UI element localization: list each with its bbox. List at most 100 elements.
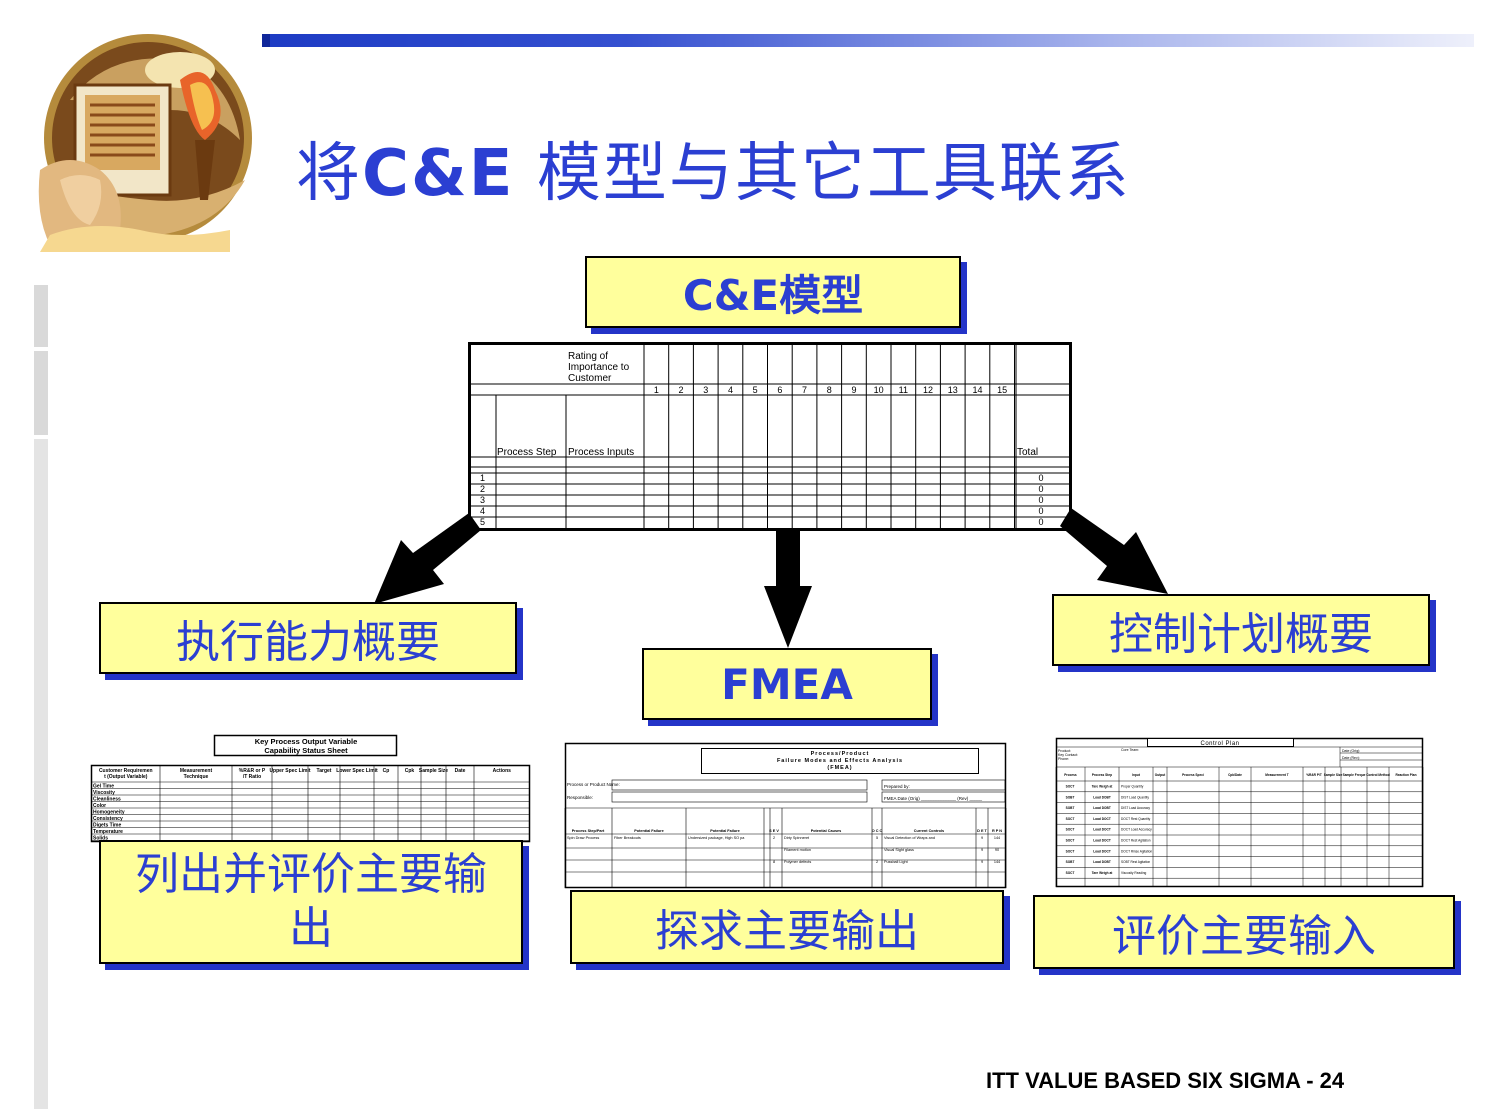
fmea-header: Potential Failure xyxy=(710,829,740,833)
fmea-cell: 9 xyxy=(981,836,983,840)
list-evaluate-outputs-box: 列出并评价主要输出 xyxy=(99,840,523,964)
fmea-title-1: Process/Product xyxy=(811,751,870,757)
fmea-cell: Visual Detection of Wraps and xyxy=(884,836,935,840)
control-plan-title: Control Plan xyxy=(1200,741,1239,747)
capability-header: Lower Spec Limit xyxy=(336,768,378,774)
ce-rating-label-1: Rating of xyxy=(568,351,608,362)
control-plan-header: Output xyxy=(1155,773,1166,777)
control-plan-cell: DIST Load Quantity xyxy=(1121,795,1149,799)
control-plan-cell: DOCT Rest Quantity xyxy=(1121,817,1151,821)
capability-row-label: Homogeneity xyxy=(93,810,125,816)
control-plan-header: %R&R P/T xyxy=(1306,773,1322,777)
control-plan-cell: SOCT xyxy=(1066,849,1075,853)
capability-row-label: Solids xyxy=(93,836,108,842)
arrow-right xyxy=(1060,508,1168,594)
sidebar-segment xyxy=(34,351,48,435)
ce-row-number: 5 xyxy=(480,517,485,527)
control-plan-cell: Load DOCT xyxy=(1093,817,1111,821)
capability-row-label: Digets Time xyxy=(93,823,121,829)
ce-row-total: 0 xyxy=(1038,484,1043,494)
fmea-cell: 144 xyxy=(994,836,1000,840)
fmea-header: D E T xyxy=(977,829,987,833)
ce-column-number: 9 xyxy=(851,385,856,395)
capability-header: Technique xyxy=(184,774,209,780)
fmea-cell: Dirty Spinneret xyxy=(784,836,810,840)
fmea-cell: 9 xyxy=(981,848,983,852)
ce-column-number: 15 xyxy=(997,385,1007,395)
control-plan-cell: Load DOCT xyxy=(1093,839,1111,843)
fmea-cell: 5 xyxy=(876,836,878,840)
ce-row-total: 0 xyxy=(1038,473,1043,483)
fmea-process-label: Process or Product Name: xyxy=(567,782,620,787)
control-plan-date-orig-label: Date (Orig): xyxy=(1342,749,1360,753)
header-bar-cap xyxy=(262,34,270,47)
arrow-center xyxy=(764,530,812,648)
ce-column-number: 13 xyxy=(948,385,958,395)
fmea-header: O C C xyxy=(872,829,883,833)
capability-row-label: Viscosity xyxy=(93,790,115,796)
control-plan-summary-box: 控制计划概要 xyxy=(1052,594,1430,666)
capability-header: Date xyxy=(455,768,466,774)
fmea-box: FMEA xyxy=(642,648,932,720)
control-plan-contact-label: Key Contact: xyxy=(1058,753,1078,757)
fmea-title-3: (FMEA) xyxy=(827,765,852,771)
control-plan-cell: SOBT xyxy=(1066,795,1075,799)
control-plan-cell: Proper Quantity xyxy=(1121,785,1144,789)
control-plan-header: Control Method xyxy=(1366,773,1390,777)
capability-row-label: Temperature xyxy=(93,829,123,835)
ce-column-number: 6 xyxy=(777,385,782,395)
capability-row-label: Color xyxy=(93,803,106,809)
arrow-left xyxy=(374,513,481,604)
control-plan-form: Control Plan Product: Key Contact: Phone… xyxy=(1055,737,1424,888)
control-plan-cell: SOCT xyxy=(1066,785,1075,789)
control-plan-date-rev-label: Date (Rev): xyxy=(1342,756,1360,760)
control-plan-cell: Tare Weigh at xyxy=(1092,871,1114,875)
control-plan-header: Measurement T xyxy=(1265,773,1288,777)
fmea-responsible-label: Responsible: xyxy=(567,795,593,800)
fmea-cell: Filament motion xyxy=(784,848,811,852)
ce-column-number: 7 xyxy=(802,385,807,395)
capability-summary-box: 执行能力概要 xyxy=(99,602,517,674)
fmea-header: Potential Causes xyxy=(811,829,842,833)
fmea-cell: 8 xyxy=(773,860,775,864)
ce-row-number: 3 xyxy=(480,495,485,505)
capability-header: Measurement xyxy=(180,768,213,774)
ce-row-number: 4 xyxy=(480,506,485,516)
control-plan-cell: SOCT xyxy=(1066,828,1075,832)
fmea-header: R P N xyxy=(992,829,1002,833)
fmea-cell: 144 xyxy=(994,860,1000,864)
fmea-header: Current Controls xyxy=(914,829,944,833)
header-gradient-bar xyxy=(262,34,1474,47)
control-plan-cell: DOCT Rest Agitation xyxy=(1121,839,1151,843)
capability-header: Cp xyxy=(383,768,390,774)
control-plan-header: Input xyxy=(1132,773,1141,777)
capability-header: Target xyxy=(317,768,332,774)
fmea-title-2: Failure Modes and Effects Analysis xyxy=(777,758,903,764)
ce-column-number: 12 xyxy=(923,385,933,395)
explore-key-outputs-box: 探求主要输出 xyxy=(570,890,1004,964)
control-plan-header: Sample Freque xyxy=(1343,773,1366,777)
fmea-cell: Fiber Breakouts xyxy=(614,836,641,840)
control-plan-cell: SOBT xyxy=(1066,860,1075,864)
control-plan-cell: SOCT xyxy=(1066,817,1075,821)
capability-sheet-title-1: Key Process Output Variable xyxy=(255,737,358,746)
control-plan-core-team-label: Core Team: xyxy=(1121,748,1139,752)
fmea-cell: Undersized package, High SO pa xyxy=(688,836,745,840)
capability-row-label: Cleanliness xyxy=(93,797,121,803)
fmea-prepared-label: Prepared by: xyxy=(884,784,910,789)
ce-column-number: 5 xyxy=(753,385,758,395)
capability-header: Actions xyxy=(493,768,512,774)
evaluate-key-inputs-box: 评价主要输入 xyxy=(1033,895,1455,969)
capability-header: %R&R or P xyxy=(239,768,266,774)
ce-row-number: 2 xyxy=(480,484,485,494)
ce-column-number: 4 xyxy=(728,385,733,395)
control-plan-cell: SOBT Rest Agitation xyxy=(1121,860,1150,864)
control-plan-product-label: Product: xyxy=(1058,749,1071,753)
ce-model-box: C&E模型 xyxy=(585,256,961,328)
ce-column-number: 1 xyxy=(654,385,659,395)
ce-rating-label-3: Customer xyxy=(568,373,612,384)
fmea-header: Process Step/Part xyxy=(572,829,605,833)
fmea-cell: 2 xyxy=(773,836,775,840)
control-plan-cell: DOCT Load Accuracy xyxy=(1121,828,1152,832)
control-plan-header: Process xyxy=(1064,773,1077,777)
